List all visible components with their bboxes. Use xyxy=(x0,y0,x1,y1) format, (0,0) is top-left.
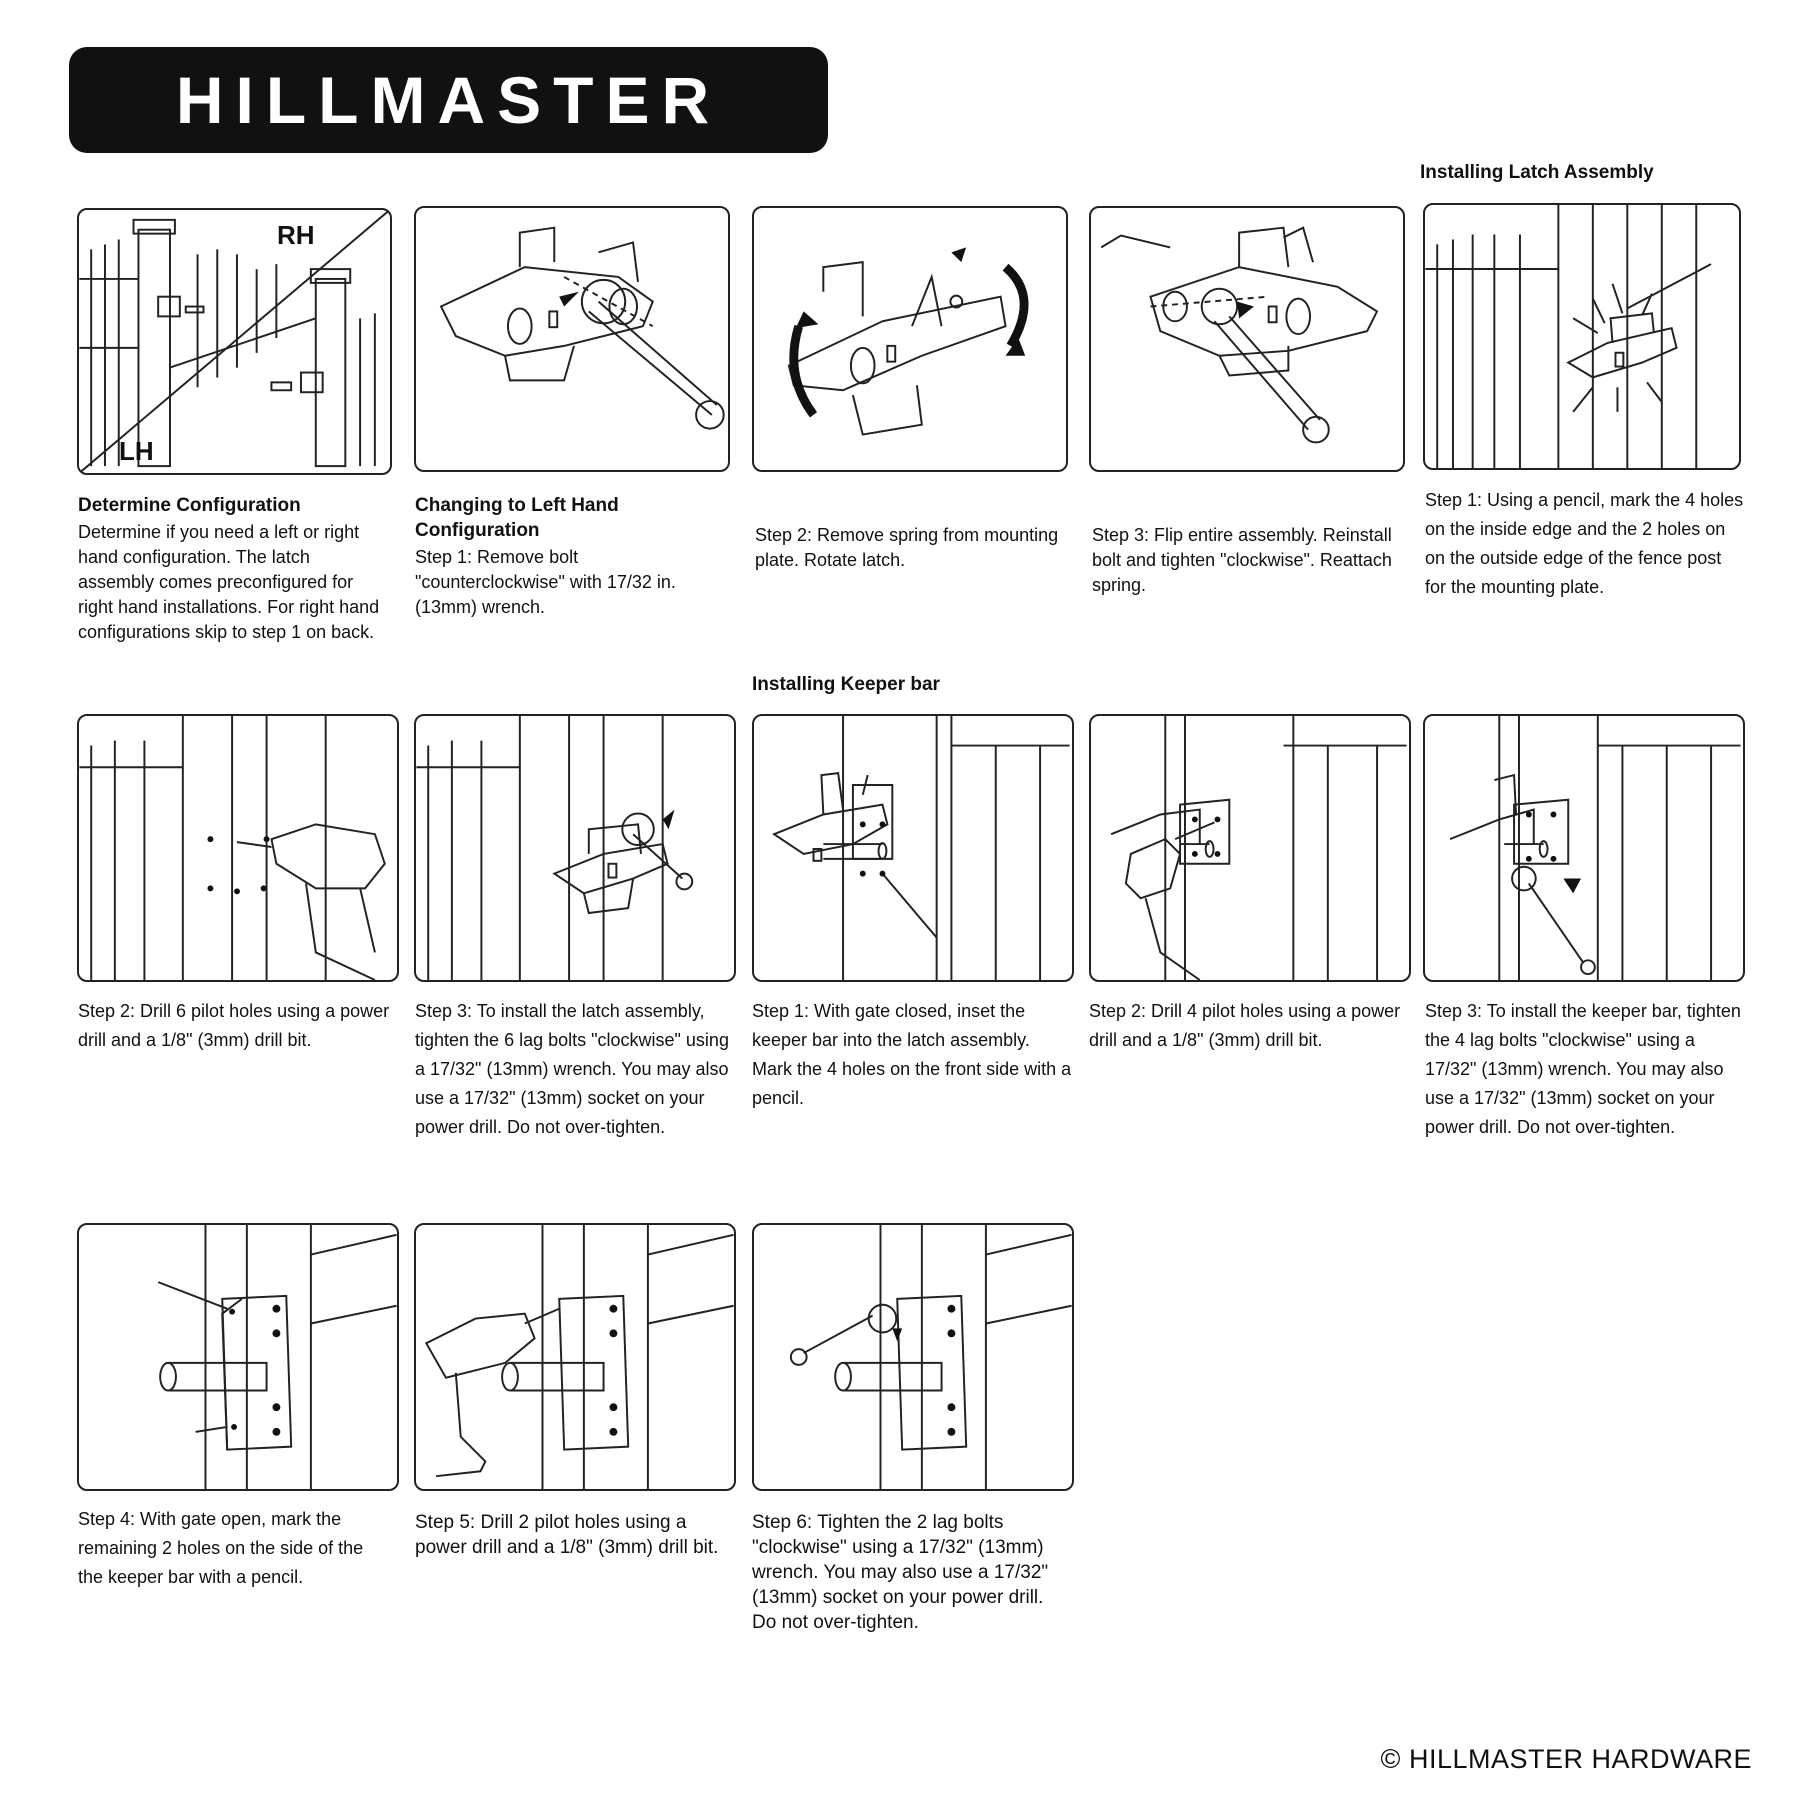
caption-left-hand-step-3: Step 3: Flip entire assembly. Reinstall … xyxy=(1092,525,1392,595)
caption-determine-configuration: Determine Configuration Determine if you… xyxy=(78,493,388,645)
caption-keeper-step-3: Step 3: To install the keeper bar, tight… xyxy=(1425,1001,1741,1137)
illustration-drill-6-holes xyxy=(77,714,399,982)
section-title-latch-assembly: Installing Latch Assembly xyxy=(1420,162,1654,183)
caption-keeper-step-6: Step 6: Tighten the 2 lag bolts "clockwi… xyxy=(752,1512,1049,1633)
rh-label: RH xyxy=(277,220,315,250)
illustration-rotate-latch xyxy=(752,206,1068,472)
illustration-tighten-keeper-bolts xyxy=(1423,714,1745,982)
caption-latch-step-2: Step 2: Drill 6 pilot holes using a powe… xyxy=(78,1001,390,1050)
caption-keeper-step-2: Step 2: Drill 4 pilot holes using a powe… xyxy=(1089,1001,1401,1050)
illustration-mark-side-holes xyxy=(77,1223,399,1491)
illustration-drill-side-holes xyxy=(414,1223,736,1491)
text-left-hand-step-1: Step 1: Remove bolt "counterclockwise" w… xyxy=(415,547,676,617)
illustration-mark-holes xyxy=(1423,203,1741,470)
illustration-configuration: RH LH xyxy=(77,208,392,475)
caption-latch-step-1: Step 1: Using a pencil, mark the 4 holes… xyxy=(1425,490,1744,597)
caption-latch-step-3: Step 3: To install the latch assembly, t… xyxy=(415,1001,729,1137)
caption-keeper-step-1: Step 1: With gate closed, inset the keep… xyxy=(752,1001,1072,1108)
illustration-tighten-latch-bolts xyxy=(414,714,736,982)
illustration-flip-assembly xyxy=(1089,206,1405,472)
caption-left-hand-step-2: Step 2: Remove spring from mounting plat… xyxy=(755,525,1059,570)
caption-left-hand-step-1: Changing to Left Hand Configuration Step… xyxy=(415,493,730,620)
text-determine-configuration: Determine if you need a left or right ha… xyxy=(78,522,380,642)
illustration-inset-keeper-bar xyxy=(752,714,1074,982)
heading-left-hand-configuration: Changing to Left Hand Configuration xyxy=(415,495,619,541)
illustration-drill-4-holes xyxy=(1089,714,1411,982)
illustration-remove-bolt xyxy=(414,206,730,472)
caption-keeper-step-4: Step 4: With gate open, mark the remaini… xyxy=(78,1509,364,1587)
heading-determine-configuration: Determine Configuration xyxy=(78,495,301,516)
caption-keeper-step-5: Step 5: Drill 2 pilot holes using a powe… xyxy=(415,1512,719,1558)
copyright-text: © HILLMASTER HARDWARE xyxy=(1380,1744,1752,1774)
hillmaster-logo: HILLMASTER xyxy=(69,47,828,153)
section-title-keeper-bar: Installing Keeper bar xyxy=(752,674,940,695)
lh-label: LH xyxy=(119,436,154,466)
illustration-tighten-side-bolts xyxy=(752,1223,1074,1491)
logo-text: HILLMASTER xyxy=(175,63,722,137)
